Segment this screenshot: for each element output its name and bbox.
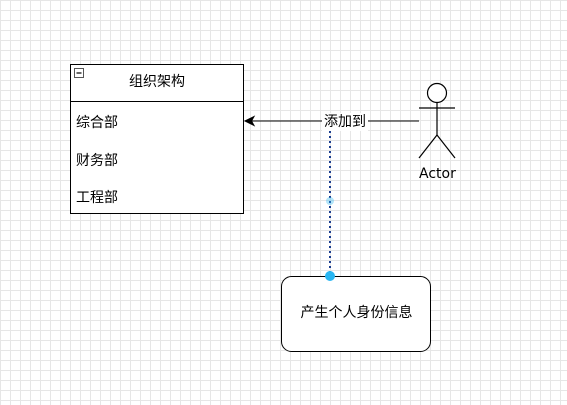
class-box-title[interactable]: 组织架构 xyxy=(129,74,185,90)
class-row-finance-dept[interactable]: 财务部 xyxy=(76,153,118,169)
class-box-header[interactable] xyxy=(70,64,244,102)
process-node[interactable] xyxy=(281,276,431,352)
edge-label[interactable]: 添加到 xyxy=(322,113,368,131)
arrowhead-icon xyxy=(243,115,256,127)
process-node-label[interactable]: 产生个人身份信息 xyxy=(300,305,413,321)
connector-end-handle[interactable] xyxy=(325,271,335,281)
selected-dotted-connector[interactable] xyxy=(325,121,335,281)
actor-left-leg xyxy=(418,134,438,159)
connector-midpoint-handle[interactable] xyxy=(326,197,334,205)
class-box-org-structure[interactable] xyxy=(70,64,244,214)
actor-figure[interactable] xyxy=(418,82,456,159)
class-row-general-dept[interactable]: 综合部 xyxy=(76,115,118,131)
class-row-engineering-dept[interactable]: 工程部 xyxy=(76,190,118,206)
actor-head xyxy=(426,82,448,104)
class-box-body[interactable] xyxy=(70,101,244,214)
actor-right-leg xyxy=(436,134,456,159)
actor-label[interactable]: Actor xyxy=(419,166,456,182)
